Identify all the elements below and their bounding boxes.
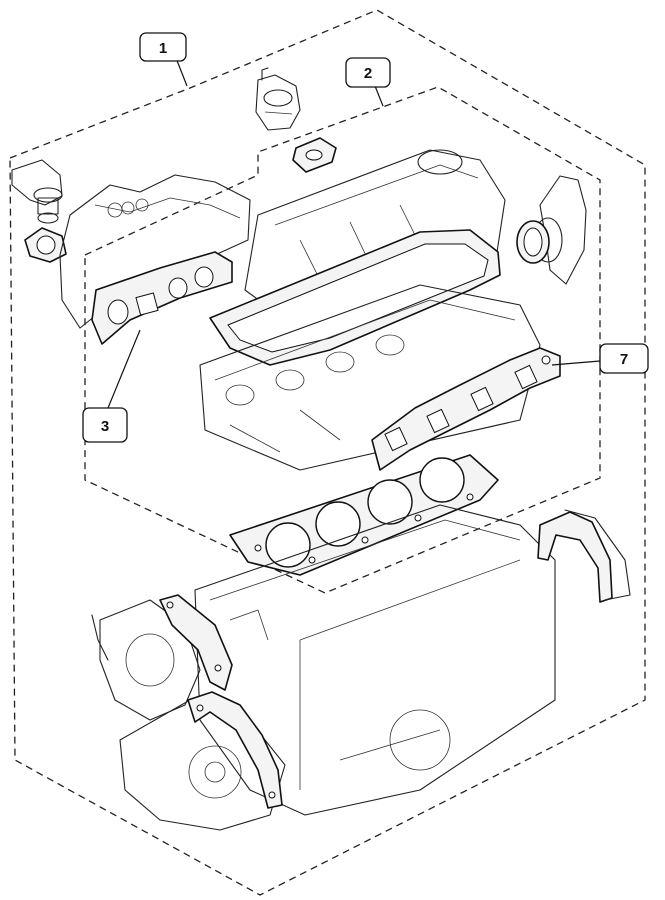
thermostat-gasket [24,227,67,263]
rear-oil-seal-housing-gasket [537,509,631,603]
fuel-pump-gasket [292,137,337,173]
callout-3: 3 [82,407,128,443]
callout-7-leader [551,360,601,366]
callout-2: 2 [345,57,391,88]
callout-1-leader [175,57,188,87]
water-pump [91,599,201,721]
callout-3-label: 3 [101,418,109,435]
callout-1: 1 [139,32,187,62]
intake-manifold [59,174,251,329]
fuel-pump [255,67,301,131]
kit-1-dashed-outline [9,9,646,896]
callout-1-label: 1 [159,40,167,57]
callout-2-leader [374,85,384,107]
callout-7: 7 [599,343,649,374]
cylinder-head-gasket [229,454,499,576]
callout-3-leader [107,329,141,409]
intake-manifold-gasket [91,251,233,345]
cylinder-head-cover-gasket [209,229,501,366]
cylinder-block [194,504,556,816]
callout-7-label: 7 [620,351,628,368]
thermostat-housing [11,159,63,224]
exhaust-manifold-gasket [371,347,561,471]
oil-pump-gasket [187,691,283,809]
kit-2-dashed-outline [84,86,601,594]
callout-2-label: 2 [364,65,372,82]
water-outlet-gasket [516,220,550,264]
water-pump-gasket [159,594,233,691]
